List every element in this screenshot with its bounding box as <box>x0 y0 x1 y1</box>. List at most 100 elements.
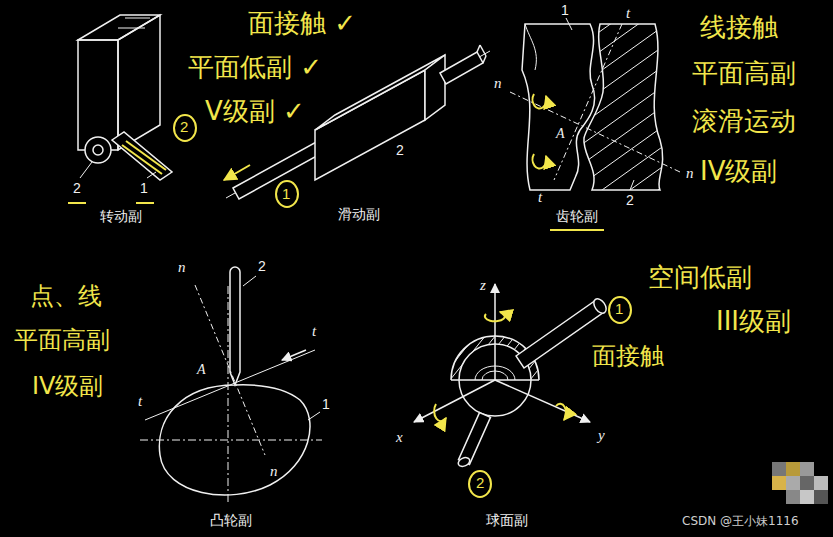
spherical-pair-figure-part <box>495 380 590 422</box>
circled-number: 2 <box>180 118 188 136</box>
handwritten-note: 滚滑运动 <box>692 106 796 137</box>
mosaic-blur-part <box>772 462 786 476</box>
gear-pair-figure-part <box>560 40 700 140</box>
mosaic-blur-part <box>814 476 828 490</box>
spherical-pair-figure-part <box>591 297 608 316</box>
yellow-marks-part <box>122 145 162 174</box>
yellow-marks-part <box>136 202 154 204</box>
yellow-marks-part <box>485 312 505 321</box>
handwritten-note: 空间低副 <box>648 262 752 293</box>
yellow-marks-part <box>469 471 491 497</box>
handwritten-note: 面接触 <box>592 342 664 371</box>
pair-caption: 球面副 <box>486 512 528 529</box>
revolute-pair-figure-part <box>78 15 160 40</box>
yellow-marks-part <box>276 181 298 207</box>
axis-letter: A <box>197 362 206 379</box>
gear-pair-figure-part <box>560 0 700 80</box>
part-number: 1 <box>561 2 569 19</box>
revolute-pair-figure-part <box>85 137 111 163</box>
circled-number: 1 <box>615 300 623 318</box>
yellow-marks-part <box>550 229 604 231</box>
handwritten-note: 面接触 ✓ <box>248 8 356 39</box>
cam-pair-figure-part <box>308 412 320 420</box>
part-number: 2 <box>73 180 81 197</box>
gear-pair-figure-part <box>522 24 595 190</box>
yellow-marks-part <box>224 165 250 180</box>
cam-pair-figure-part <box>140 440 322 441</box>
gear-pair-figure-part <box>560 60 700 160</box>
yellow-marks-part <box>126 141 166 170</box>
spherical-pair-figure-part <box>459 413 491 465</box>
handwritten-note: 平面高副 <box>14 326 110 355</box>
pair-caption: 转动副 <box>100 208 142 225</box>
yellow-marks <box>533 94 604 230</box>
handwritten-note: III级副 <box>716 306 791 337</box>
mosaic-blur-part <box>786 476 800 490</box>
pair-caption: 凸轮副 <box>210 512 252 529</box>
prismatic-pair-figure-part <box>440 52 483 84</box>
axis-letter: n <box>178 258 186 276</box>
gear-pair-figure-part <box>510 92 680 172</box>
yellow-marks-part <box>68 202 86 204</box>
spherical-pair-figure-part <box>516 300 604 368</box>
yellow-marks-part <box>533 154 547 168</box>
mosaic-blur-part <box>814 490 828 504</box>
axis-letter: z <box>480 276 486 294</box>
spherical-pair-figure-part <box>494 284 496 380</box>
handwritten-note: 点、线 <box>30 282 102 311</box>
yellow-marks-part <box>609 297 631 323</box>
cam-pair-figure-part <box>195 285 265 455</box>
axis-letter: y <box>598 426 605 444</box>
part-number: 1 <box>140 180 148 197</box>
pair-caption: 齿轮副 <box>556 208 598 225</box>
revolute-pair-figure <box>78 15 172 180</box>
gear-pair-figure-part <box>566 18 572 30</box>
prismatic-pair-figure-part <box>477 45 480 52</box>
mosaic-blur-part <box>786 490 800 504</box>
gear-pair-figure-part <box>525 24 536 70</box>
prismatic-pair-figure-part <box>425 55 445 120</box>
axis-letter: t <box>312 322 316 340</box>
prismatic-pair-figure-part <box>480 45 486 56</box>
mosaic-blur-part <box>772 476 786 490</box>
spherical-pair-figure-part <box>414 380 495 422</box>
axis-letter: t <box>626 4 630 22</box>
handwritten-note: 线接触 <box>700 12 778 43</box>
revolute-pair-figure-part <box>78 40 118 150</box>
revolute-pair-figure-part <box>125 18 150 19</box>
axis-letter: x <box>396 428 403 446</box>
circled-number: 2 <box>476 474 484 492</box>
axis-letter: n <box>494 74 502 92</box>
yellow-marks <box>434 297 631 497</box>
yellow-marks <box>68 115 196 203</box>
gear-pair-figure-part <box>560 0 700 40</box>
axis-letter: t <box>138 392 142 410</box>
cam-pair-figure-part <box>159 385 310 495</box>
axis-letter: n <box>270 462 278 480</box>
axis-letter: A <box>556 126 565 143</box>
mosaic-blur-part <box>800 462 814 476</box>
gear-pair-figure-part <box>560 20 700 120</box>
yellow-marks-part <box>174 115 196 141</box>
mosaic-blur <box>772 462 828 504</box>
gear-pair-figure-part <box>560 0 700 100</box>
prismatic-pair-figure-part <box>315 70 425 180</box>
gear-pair-figure-part <box>584 24 663 190</box>
pair-caption: 滑动副 <box>338 206 380 223</box>
gear-pair-figure-part <box>560 140 700 240</box>
revolute-pair-figure-part <box>80 162 92 178</box>
handwritten-note: IV级副 <box>700 156 777 187</box>
spherical-pair-figure <box>414 284 609 468</box>
handwritten-note: 平面高副 <box>692 58 796 89</box>
cam-pair-figure-part <box>243 276 256 286</box>
spherical-pair-figure-part <box>460 330 500 380</box>
spherical-pair-figure-part <box>457 456 471 468</box>
mosaic-blur-part <box>800 490 814 504</box>
revolute-pair-figure-part <box>93 145 103 155</box>
prismatic-pair-figure-part <box>233 141 324 199</box>
gear-pair-figure-part <box>554 24 622 180</box>
circled-number: 1 <box>282 185 290 203</box>
watermark: CSDN @王小妹1116 <box>682 514 799 528</box>
part-number: 2 <box>396 142 404 159</box>
prismatic-pair-figure-part <box>315 55 445 130</box>
